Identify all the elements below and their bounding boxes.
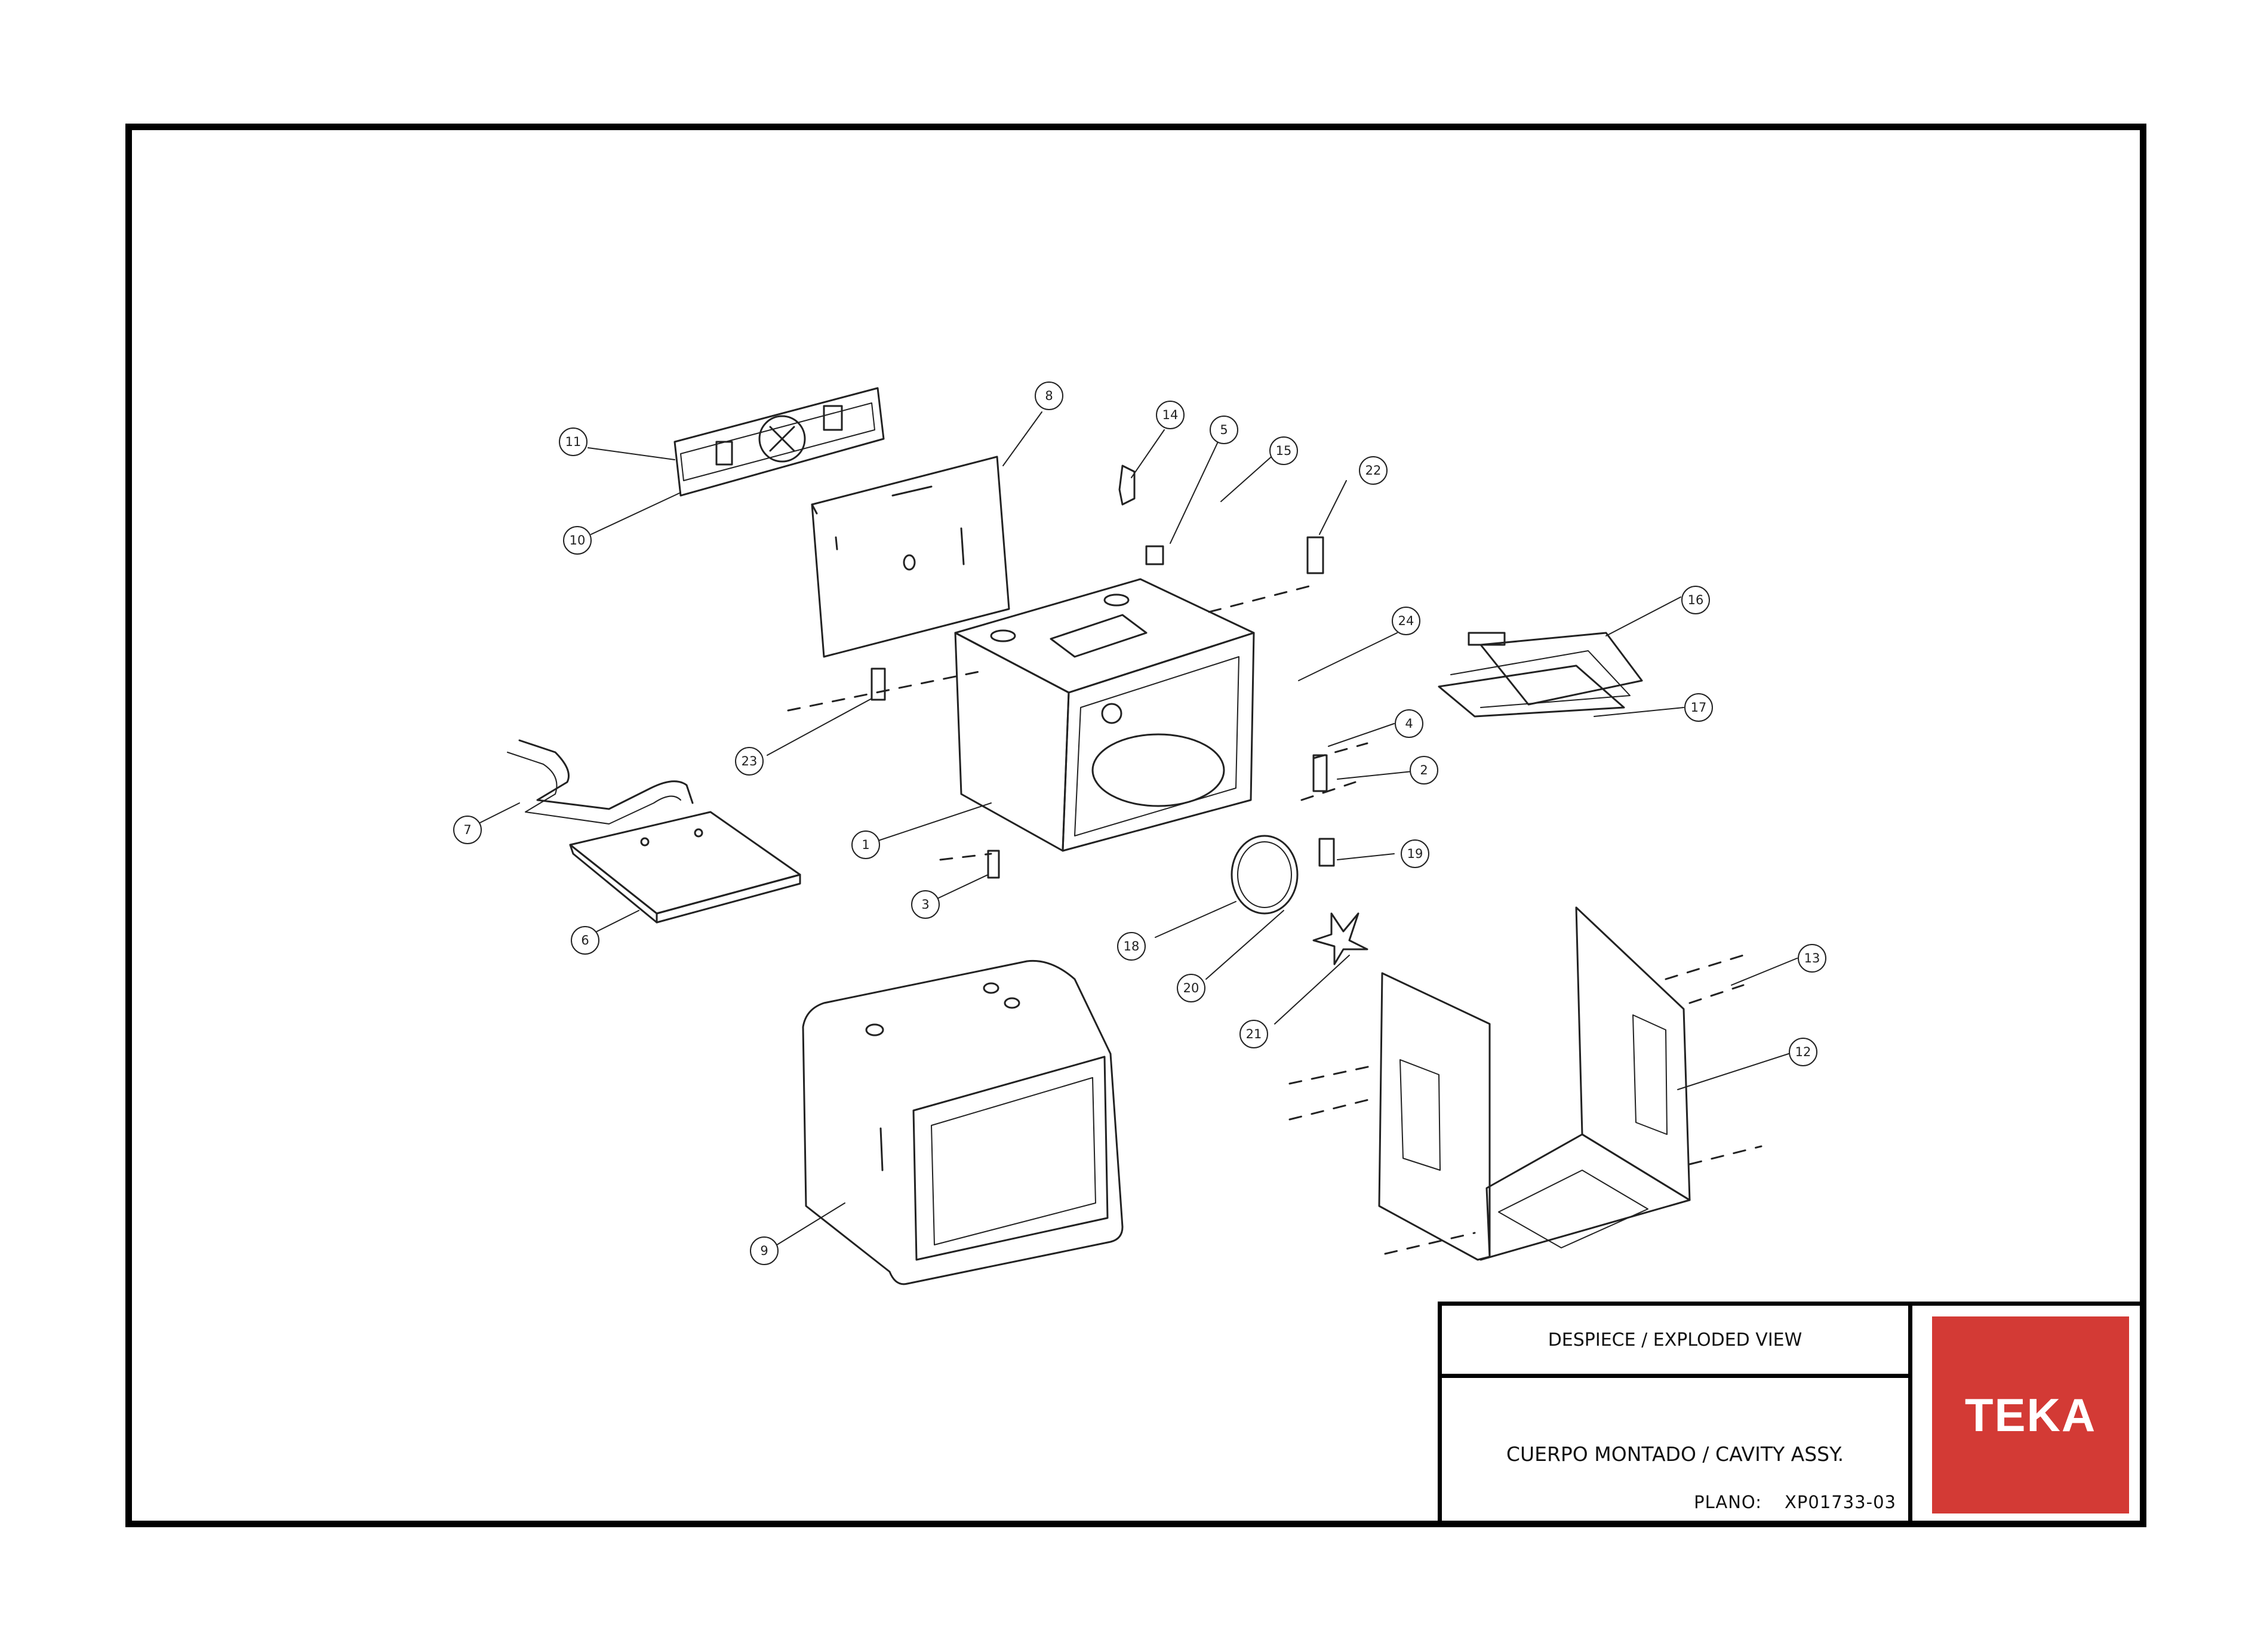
balloon-19: 19 bbox=[1407, 847, 1423, 861]
leader-lines bbox=[477, 411, 1798, 1251]
control-panel-part bbox=[673, 387, 885, 497]
balloon-24: 24 bbox=[1398, 614, 1414, 628]
balloon-5: 5 bbox=[1220, 423, 1228, 437]
balloon-16: 16 bbox=[1688, 593, 1704, 607]
outer-casing-part bbox=[802, 959, 1124, 1285]
balloon-13: 13 bbox=[1804, 951, 1820, 965]
balloon-20: 20 bbox=[1183, 981, 1199, 995]
balloon-9: 9 bbox=[760, 1244, 768, 1258]
balloon-2: 2 bbox=[1420, 763, 1428, 777]
balloon-17: 17 bbox=[1691, 700, 1707, 715]
bracket-parts bbox=[870, 464, 1335, 879]
title-block-title: DESPIECE / EXPLODED VIEW bbox=[1438, 1302, 1912, 1378]
balloon-23: 23 bbox=[742, 754, 758, 768]
balloon-18: 18 bbox=[1124, 939, 1140, 953]
bottom-element-part bbox=[507, 739, 694, 825]
balloon-labels: 1 2 3 4 5 6 7 8 9 10 11 12 13 14 15 16 1… bbox=[463, 389, 1820, 1258]
plan-reference: PLANO: XP01733-03 bbox=[1694, 1492, 1896, 1512]
balloon-8: 8 bbox=[1045, 389, 1053, 403]
insulation-panel-part bbox=[811, 456, 1010, 658]
balloon-10: 10 bbox=[570, 533, 586, 547]
drawing-title: DESPIECE / EXPLODED VIEW bbox=[1548, 1329, 1802, 1350]
balloon-6: 6 bbox=[581, 933, 589, 947]
title-block-subtitle: CUERPO MONTADO / CAVITY ASSY. PLANO: XP01… bbox=[1438, 1374, 1912, 1527]
fan-assembly-part bbox=[1231, 835, 1368, 965]
assembly-name: CUERPO MONTADO / CAVITY ASSY. bbox=[1506, 1442, 1844, 1466]
balloon-circles bbox=[453, 382, 1826, 1265]
balloon-1: 1 bbox=[862, 838, 869, 852]
grill-element-part bbox=[1438, 632, 1643, 718]
balloon-12: 12 bbox=[1795, 1045, 1811, 1059]
balloon-14: 14 bbox=[1162, 408, 1179, 422]
balloon-3: 3 bbox=[921, 897, 929, 912]
balloon-7: 7 bbox=[463, 823, 471, 837]
bottom-tray-part bbox=[569, 811, 801, 924]
teka-logo-text: TEKA bbox=[1964, 1388, 2097, 1441]
balloon-22: 22 bbox=[1365, 463, 1382, 478]
rear-frame-part bbox=[1378, 906, 1691, 1261]
teka-logo: TEKA bbox=[1932, 1316, 2129, 1513]
balloon-11: 11 bbox=[565, 435, 582, 449]
screw-lines bbox=[787, 584, 1762, 1255]
balloon-21: 21 bbox=[1246, 1027, 1262, 1041]
balloon-4: 4 bbox=[1405, 716, 1413, 731]
balloon-15: 15 bbox=[1276, 444, 1292, 458]
plan-label: PLANO: bbox=[1694, 1492, 1762, 1512]
title-block-logo-cell bbox=[1908, 1302, 2146, 1527]
oven-cavity-part bbox=[954, 578, 1255, 852]
drawing-frame bbox=[125, 124, 2146, 1527]
plan-number: XP01733-03 bbox=[1785, 1492, 1896, 1512]
